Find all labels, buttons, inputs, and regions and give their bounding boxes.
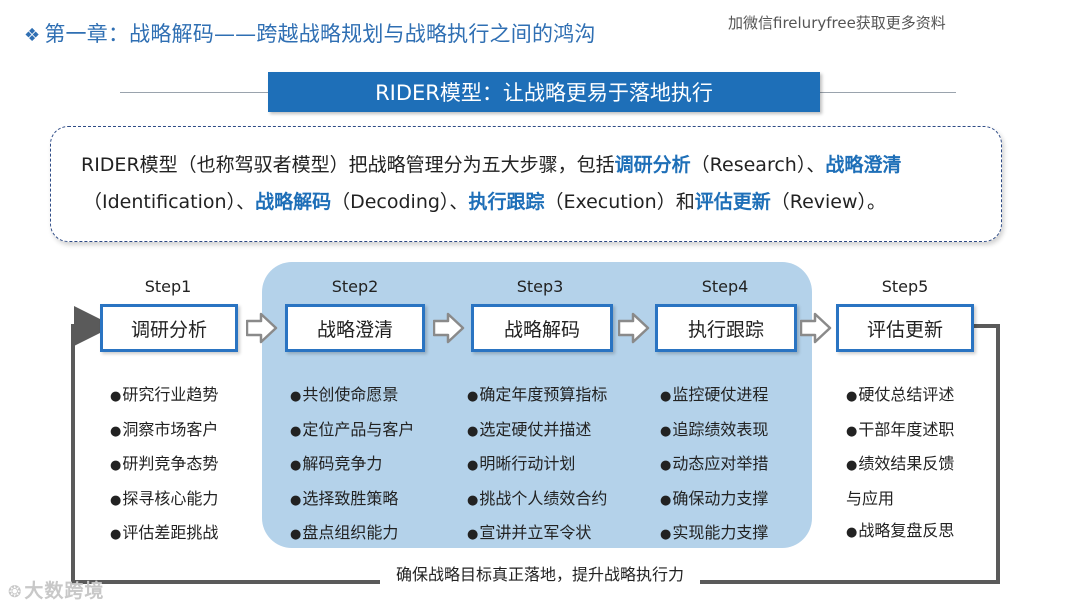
step2-box: 战略澄清 <box>285 304 425 352</box>
list-item: ●探寻核心能力 <box>110 488 219 508</box>
bullet-icon: ● <box>467 423 479 439</box>
list-item: ●洞察市场客户 <box>110 419 219 439</box>
step4-box: 执行跟踪 <box>655 304 797 352</box>
watermark-text: 加微信fireluryfree获取更多资料 <box>728 14 946 32</box>
list-item: ●硬仗总结评述 <box>846 385 955 404</box>
list-item: ●盘点组织能力 <box>290 523 399 542</box>
bullet-icon: ● <box>110 389 122 404</box>
list-item: ●研判竞争态势 <box>110 454 219 473</box>
list-item: ●确保动力支撑 <box>660 488 769 508</box>
list-item: ●绩效结果反馈 <box>846 454 955 473</box>
description-text: （Review）。 <box>770 191 887 213</box>
list-item: ●解码竞争力 <box>290 454 383 473</box>
list-item: ●定位产品与客户 <box>290 419 415 439</box>
step-arrow-icon <box>246 312 278 344</box>
description-line-2: （Identification）、战略解码（Decoding）、执行跟踪（Exe… <box>81 184 981 221</box>
list-item: ●选择致胜策略 <box>290 488 399 508</box>
list-item: ●确定年度预算指标 <box>467 385 608 404</box>
bullet-icon: ● <box>846 423 858 439</box>
highlight-review: 评估更新 <box>694 191 771 213</box>
bullet-icon: ● <box>846 389 858 404</box>
list-item: 与应用 <box>846 488 895 508</box>
step5-bullets: ●硬仗总结评述 ●干部年度述职 ●绩效结果反馈 与应用 ●战略复盘反思 <box>846 379 954 550</box>
list-item: ●选定硬仗并描述 <box>467 419 592 439</box>
bullet-icon: ● <box>660 389 672 404</box>
list-item: ●明晰行动计划 <box>467 454 576 473</box>
bullet-icon: ● <box>290 423 302 439</box>
list-item: ●实现能力支撑 <box>660 523 769 542</box>
loop-caption: 确保战略目标真正落地，提升战略执行力 <box>380 561 700 585</box>
bullet-icon: ● <box>110 492 122 508</box>
step1-label: Step1 <box>144 277 192 296</box>
highlight-research: 调研分析 <box>614 154 691 176</box>
chapter-title: ❖第一章：战略解码——跨越战略规划与战略执行之间的鸿沟 <box>24 18 596 48</box>
list-item: ●评估差距挑战 <box>110 523 219 542</box>
model-description-box: RIDER模型（也称驾驭者模型）把战略管理分为五大步骤，包括调研分析（Resea… <box>50 126 1002 242</box>
bullet-icon: ● <box>660 492 672 508</box>
list-item: ●动态应对举措 <box>660 454 769 473</box>
list-item: ●干部年度述职 <box>846 419 955 439</box>
diamond-bullet-icon: ❖ <box>24 25 41 46</box>
bullet-icon: ● <box>290 458 302 473</box>
bullet-icon: ● <box>110 458 122 473</box>
list-item: ●追踪绩效表现 <box>660 419 769 439</box>
bullet-icon: ● <box>290 527 302 542</box>
step3-box: 战略解码 <box>471 304 613 352</box>
list-item: ●研究行业趋势 <box>110 385 219 404</box>
bullet-icon: ● <box>290 389 302 404</box>
step-arrow-icon <box>800 312 832 344</box>
list-item: ●宣讲并立军令状 <box>467 523 592 542</box>
bullet-icon: ● <box>467 527 479 542</box>
footer-watermark-text: 大数跨境 <box>24 580 105 602</box>
step3-bullets: ●确定年度预算指标 ●选定硬仗并描述 ●明晰行动计划 ●挑战个人绩效合约 ●宣讲… <box>467 379 607 552</box>
bullet-icon: ● <box>467 389 479 404</box>
list-item: ●挑战个人绩效合约 <box>467 488 608 508</box>
step4-bullets: ●监控硬仗进程 ●追踪绩效表现 ●动态应对举措 ●确保动力支撑 ●实现能力支撑 <box>660 379 768 552</box>
bullet-icon: ● <box>467 458 479 473</box>
step-arrow-icon <box>433 312 465 344</box>
highlight-decoding: 战略解码 <box>255 191 332 213</box>
step2-label: Step2 <box>331 277 379 296</box>
step1-bullets: ●研究行业趋势 ●洞察市场客户 ●研判竞争态势 ●探寻核心能力 ●评估差距挑战 <box>110 379 218 552</box>
description-text: （Identification）、 <box>83 191 256 213</box>
bullet-icon: ● <box>660 423 672 439</box>
step3-label: Step3 <box>516 277 564 296</box>
bullet-icon: ● <box>110 423 122 439</box>
step4-label: Step4 <box>701 277 749 296</box>
step-arrow-icon <box>618 312 650 344</box>
watermark-logo-icon: ❂ <box>8 582 23 601</box>
bullet-icon: ● <box>660 458 672 473</box>
description-text: RIDER模型（也称驾驭者模型）把战略管理分为五大步骤，包括 <box>81 154 615 176</box>
step5-label: Step5 <box>881 277 929 296</box>
bullet-icon: ● <box>660 527 672 542</box>
chapter-title-text: 第一章：战略解码——跨越战略规划与战略执行之间的鸿沟 <box>44 22 596 46</box>
model-banner: RIDER模型：让战略更易于落地执行 <box>268 72 820 112</box>
list-item: ●战略复盘反思 <box>846 521 955 540</box>
description-text: （Execution）和 <box>544 191 695 213</box>
footer-watermark: ❂大数跨境 <box>8 576 104 603</box>
bullet-icon: ● <box>110 527 122 542</box>
bullet-icon: ● <box>467 492 479 508</box>
list-item: ●共创使命愿景 <box>290 385 399 404</box>
step2-bullets: ●共创使命愿景 ●定位产品与客户 ●解码竞争力 ●选择致胜策略 ●盘点组织能力 <box>290 379 414 552</box>
bullet-icon: ● <box>846 525 858 540</box>
bullet-icon: ● <box>846 458 858 473</box>
description-text: （Decoding）、 <box>331 191 469 213</box>
description-text: （Research）、 <box>690 154 826 176</box>
list-item: ●监控硬仗进程 <box>660 385 769 404</box>
step1-box: 调研分析 <box>100 304 238 352</box>
bullet-icon: ● <box>290 492 302 508</box>
highlight-execution: 执行跟踪 <box>468 191 545 213</box>
highlight-identification: 战略澄清 <box>825 154 902 176</box>
description-line-1: RIDER模型（也称驾驭者模型）把战略管理分为五大步骤，包括调研分析（Resea… <box>81 147 981 184</box>
step5-box: 评估更新 <box>836 304 974 352</box>
